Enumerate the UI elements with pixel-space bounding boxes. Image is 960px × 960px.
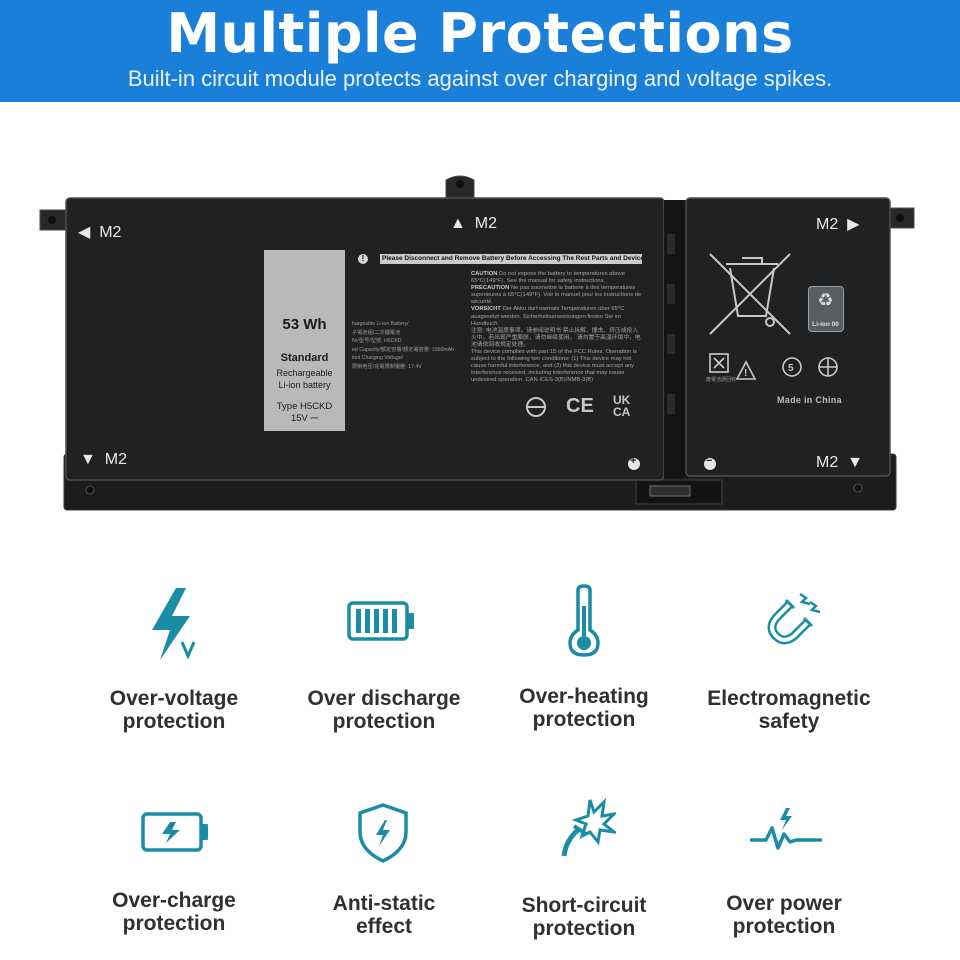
m2-marker: ◀ M2 (78, 224, 122, 241)
feature-label: Over-heating protection (519, 685, 649, 731)
recycle-badge: ♻ Li-ion 00 (808, 286, 844, 332)
page-title: Multiple Protections (166, 2, 794, 65)
warning-heading: Please Disconnect and Remove Battery Bef… (380, 254, 642, 264)
battery-charge-icon (141, 812, 208, 852)
feature-label: Over power protection (726, 892, 842, 938)
battery-spec-label: 53 Wh Standard Rechargeable Li-ion batte… (264, 250, 345, 431)
capacity-text: 53 Wh (282, 316, 327, 333)
warning-icon: ! (358, 254, 368, 264)
feature-label: Over-voltage protection (109, 687, 239, 733)
power-surge-wave-icon (750, 808, 822, 850)
magnet-icon (767, 592, 821, 645)
shield-bolt-icon (358, 803, 408, 863)
battery-body-graphic: ! 5 (39, 175, 915, 511)
feature-label: Anti-static effect (332, 892, 436, 938)
header-banner: Multiple Protections Built-in circuit mo… (0, 0, 960, 102)
recycle-note: 废電池請回收 (706, 377, 737, 383)
rechargeable-text: Rechargeable Li-ion battery (276, 368, 333, 390)
m2-marker: ▲ M2 (450, 215, 497, 232)
svg-text:5: 5 (788, 363, 794, 374)
m2-marker: M2 ▼ (816, 454, 863, 471)
made-in-text: Made in China (777, 395, 842, 405)
m2-marker: M2 ▶ (816, 216, 860, 233)
ce-mark: CE (566, 395, 594, 417)
svg-text:!: ! (744, 368, 747, 379)
standard-text: Standard (280, 352, 329, 364)
feature-label: Electromagnetic safety (707, 687, 871, 733)
terminal-plus: + (630, 455, 637, 467)
recycle-icon: ♻ (817, 290, 834, 310)
battery-product-image: ! 5 ◀ M2 ▲ M2 M2 ▶ ▼ M2 M2 ▼ 53 Wh Stand… (38, 174, 922, 514)
ukca-mark: UK CA (613, 393, 631, 419)
feature-label: Short-circuit protection (521, 894, 647, 940)
feature-label: Over discharge protection (307, 687, 461, 733)
type-text: Type H5CKD 15V ⎓ (276, 401, 333, 424)
spec-lines: hargeable Li-ion Battery/ 子電池組/二次鋰電池 Nr/… (352, 321, 455, 370)
m2-marker: ▼ M2 (80, 451, 127, 468)
terminal-minus: − (706, 455, 713, 467)
feature-label: Over-charge protection (112, 889, 236, 935)
short-circuit-spark-icon (561, 797, 616, 857)
recycle-badge-text: Li-ion 00 (812, 321, 839, 328)
thermometer-icon (568, 584, 600, 657)
battery-discharge-icon (347, 601, 414, 641)
lightning-voltage-icon (152, 588, 196, 660)
caution-text: CAUTION Do not expose the battery to tem… (471, 271, 642, 384)
page-subtitle: Built-in circuit module protects against… (127, 66, 833, 91)
